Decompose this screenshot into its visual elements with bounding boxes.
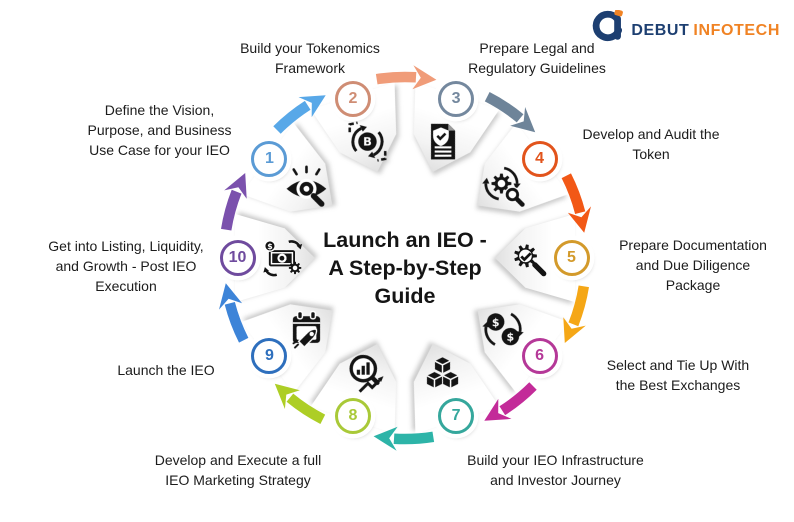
step-label-8: Develop and Execute a full IEO Marketing… [154, 452, 322, 488]
step-label-1: Define the Vision, Purpose, and Business… [87, 102, 232, 158]
step-number: 3 [451, 89, 461, 107]
step-badge-10: 10 [219, 239, 256, 276]
token-audit-icon [481, 163, 527, 209]
step-tile-3 [390, 82, 500, 186]
step-badge-7: 7 [438, 398, 475, 435]
step-tile-4 [451, 122, 569, 242]
debut-logo-icon [589, 9, 625, 51]
step-badge-3: 3 [438, 80, 475, 117]
diagram-title: Launch an IEO - A Step-by-Step Guide [323, 228, 487, 308]
step-label-5: Prepare Documentation and Due Diligence … [619, 237, 767, 293]
vision-eye-icon [283, 163, 329, 209]
tokenomics-coin-icon: B [344, 119, 390, 165]
step-label-4: Develop and Audit the Token [582, 126, 720, 162]
step-number: 10 [228, 248, 247, 266]
step-label-7: Build your IEO Infrastructure and Invest… [467, 452, 644, 488]
svg-text:$: $ [492, 317, 500, 330]
step-badge-6: 6 [521, 337, 558, 374]
step-tile-8 [310, 330, 420, 434]
step-tile-6: $ $ [451, 274, 569, 394]
step-number: 4 [535, 150, 545, 168]
infrastructure-cubes-icon [420, 351, 466, 397]
svg-text:B: B [363, 135, 372, 149]
step-label-3: Prepare Legal and Regulatory Guidelines [468, 40, 606, 76]
step-number: 7 [451, 407, 461, 425]
due-diligence-icon [504, 235, 550, 281]
step-number: 9 [264, 346, 274, 364]
brand-name-primary: DEBUT [631, 21, 690, 39]
legal-document-icon [420, 119, 466, 165]
step-label-10: Get into Listing, Liquidity, and Growth … [48, 238, 204, 294]
step-tile-10: $ [235, 213, 315, 303]
step-badge-8: 8 [334, 398, 371, 435]
step-tile-5 [495, 213, 575, 303]
svg-text:$: $ [267, 242, 272, 251]
step-badge-2: 2 [334, 80, 371, 117]
step-tile-7 [390, 330, 500, 434]
step-badge-1: 1 [251, 141, 288, 178]
step-label-6: Select and Tie Up With the Best Exchange… [606, 357, 750, 393]
marketing-chart-icon [344, 351, 390, 397]
flow-arrow-7 [393, 431, 435, 445]
step-tile-2: B [310, 82, 420, 186]
step-number: 6 [535, 346, 545, 364]
step-badge-9: 9 [251, 337, 288, 374]
step-number: 2 [348, 89, 358, 107]
exchange-coins-icon: $ $ [481, 307, 527, 353]
liquidity-cash-icon: $ [260, 235, 306, 281]
step-tile-1 [241, 122, 359, 242]
step-badge-4: 4 [521, 141, 558, 178]
step-number: 5 [567, 248, 576, 266]
svg-text:$: $ [507, 331, 515, 344]
step-number: 1 [264, 150, 274, 168]
launch-calendar-icon [283, 307, 329, 353]
brand-name-secondary: INFOTECH [693, 21, 780, 39]
step-badge-5: 5 [553, 239, 590, 276]
step-label-9: Launch the IEO [117, 362, 215, 378]
step-label-2: Build your Tokenomics Framework [240, 40, 380, 76]
step-tile-9 [241, 274, 359, 394]
step-number: 8 [348, 407, 358, 425]
